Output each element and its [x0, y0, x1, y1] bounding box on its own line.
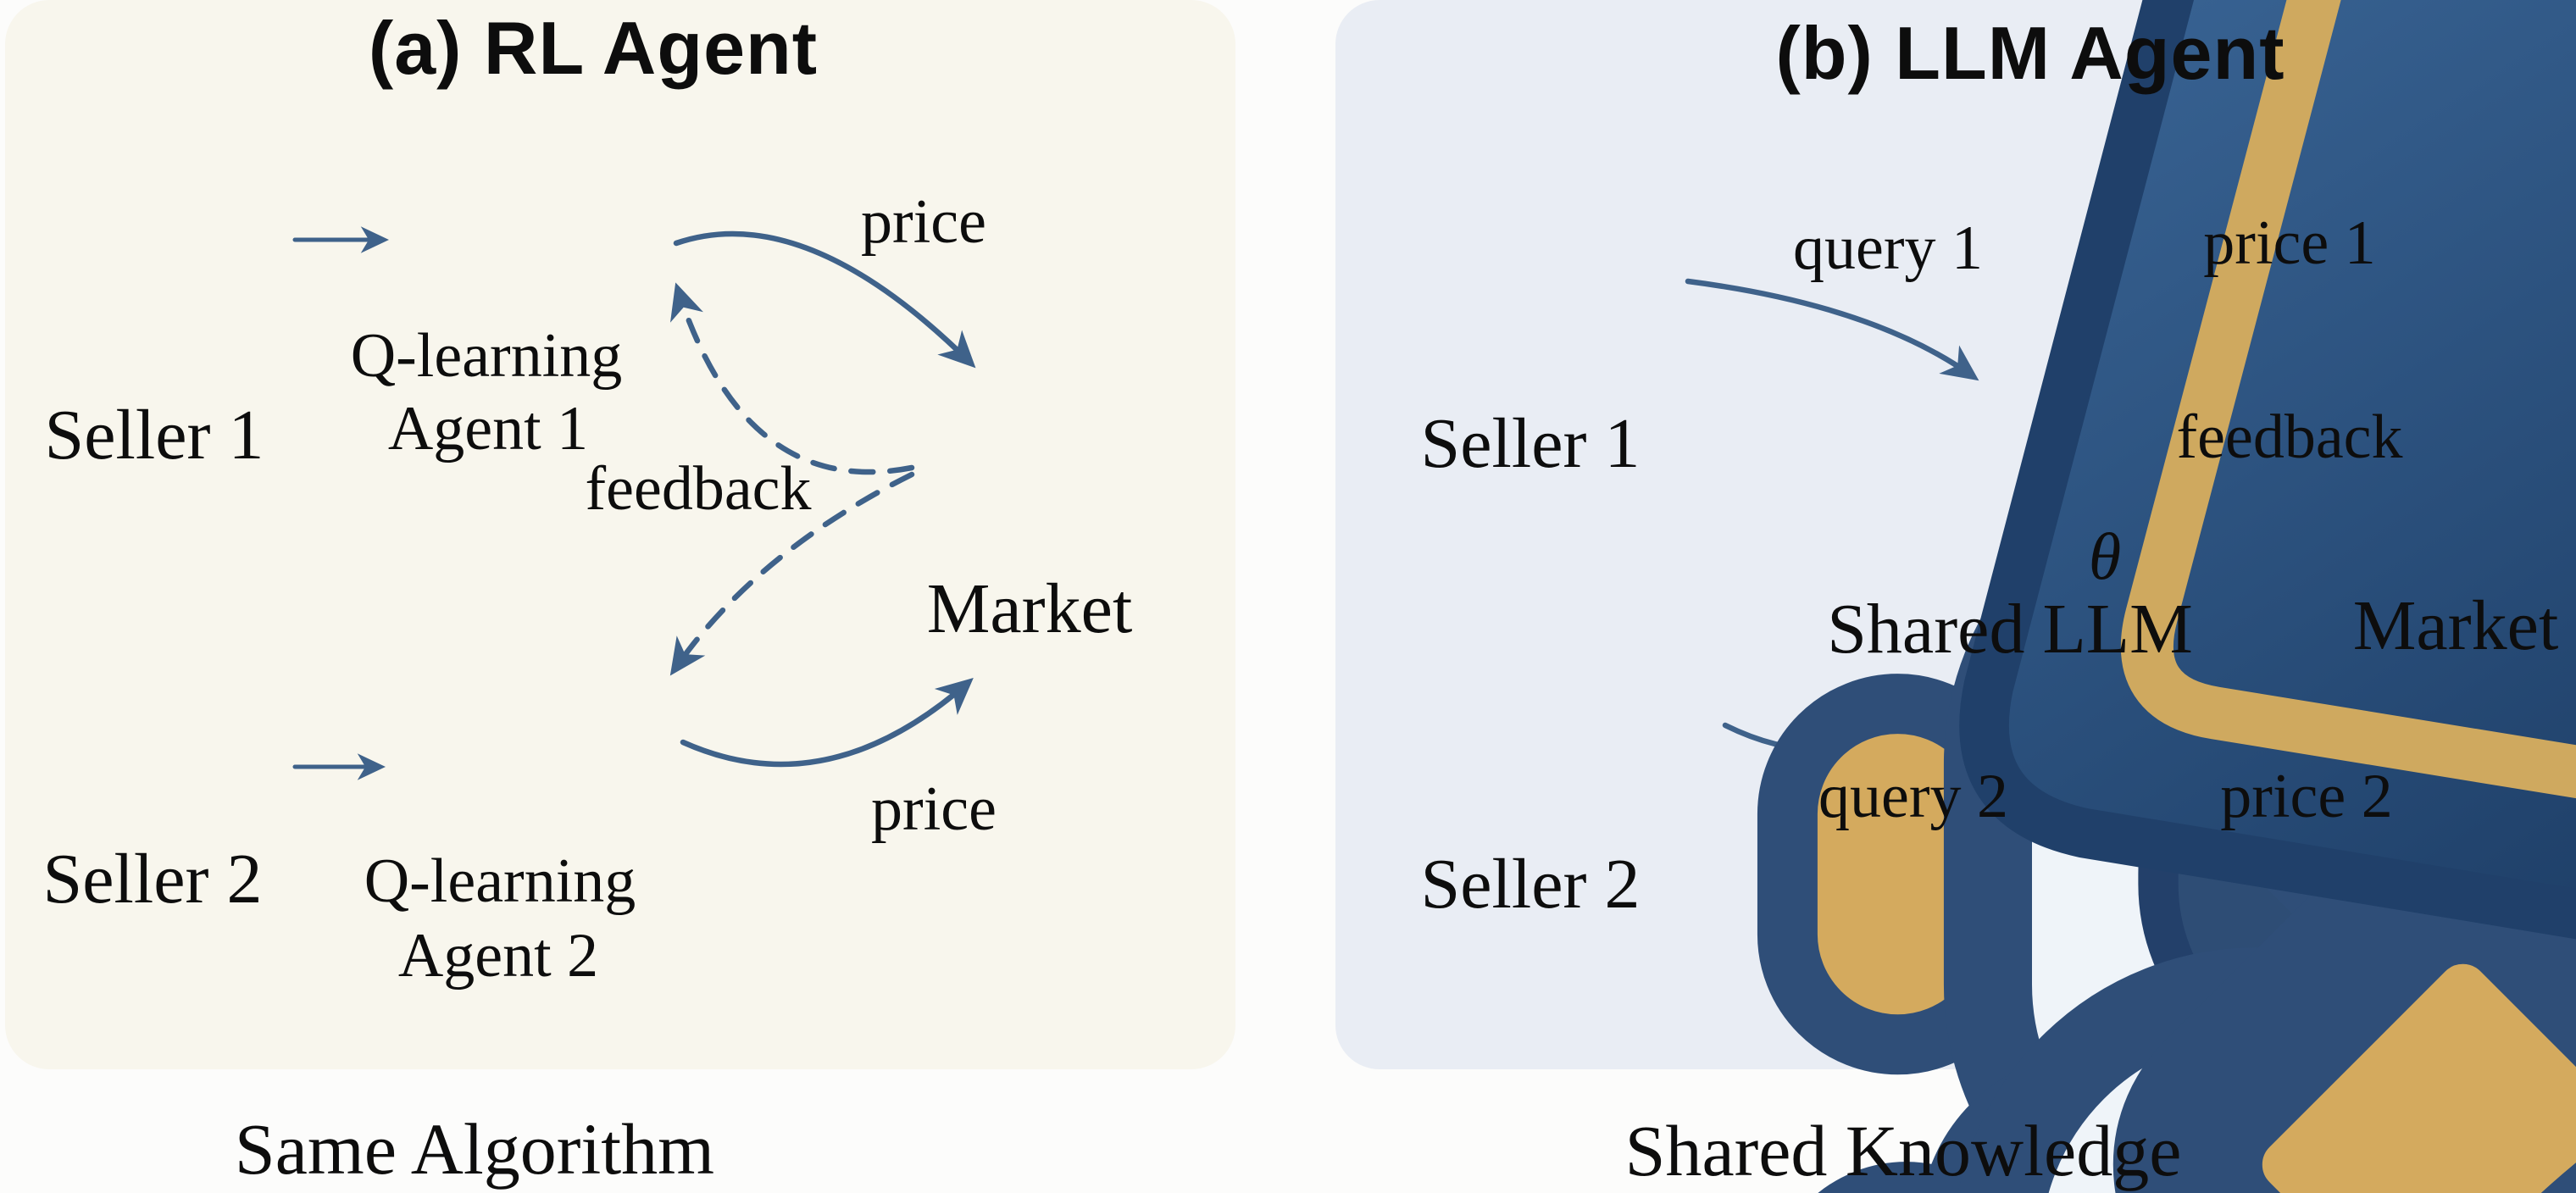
price-label-agent2: price [871, 774, 997, 845]
panel-b-title: (b) LLM Agent [1775, 10, 2285, 95]
query1-label: query 1 [1793, 214, 1983, 284]
panel-rl-agent [5, 0, 1235, 1069]
agent1-label-line2: Agent 1 [387, 394, 589, 464]
price-label-agent1: price [861, 187, 986, 258]
market-label-b: Market [2352, 585, 2559, 665]
arrow-price-agent1-to-market [673, 230, 976, 369]
panel-a-caption: Same Algorithm [234, 1107, 715, 1190]
shared-llm-label: Shared LLM [1827, 589, 2193, 669]
price1-label: price 1 [2203, 208, 2376, 279]
arrow-feedback-market-to-agent2 [669, 471, 915, 676]
agent2-label-line2: Agent 2 [397, 921, 599, 991]
agent1-label-line1: Q-learning [350, 321, 623, 391]
seller2-label-a: Seller 2 [42, 839, 263, 918]
arrow-feedback-market-to-agent1 [670, 282, 915, 475]
arrow-price-agent2-to-market [680, 678, 974, 768]
feedback-label-b: feedback [2176, 402, 2403, 473]
seller1-label-b: Seller 1 [1420, 403, 1641, 483]
feedback-label-a: feedback [585, 454, 812, 524]
panel-b-caption: Shared Knowledge [1624, 1109, 2182, 1191]
market-label-a: Market [926, 569, 1133, 648]
price2-label: price 2 [2220, 762, 2393, 832]
query2-label: query 2 [1818, 762, 2008, 832]
agent2-label-line1: Q-learning [364, 846, 636, 917]
theta-symbol: θ [2088, 519, 2122, 594]
seller2-label-b: Seller 2 [1420, 844, 1641, 924]
panel-a-title: (a) RL Agent [368, 5, 819, 90]
seller1-label-a: Seller 1 [44, 395, 264, 474]
arrow-query1-seller1-to-llm [1685, 278, 1979, 381]
